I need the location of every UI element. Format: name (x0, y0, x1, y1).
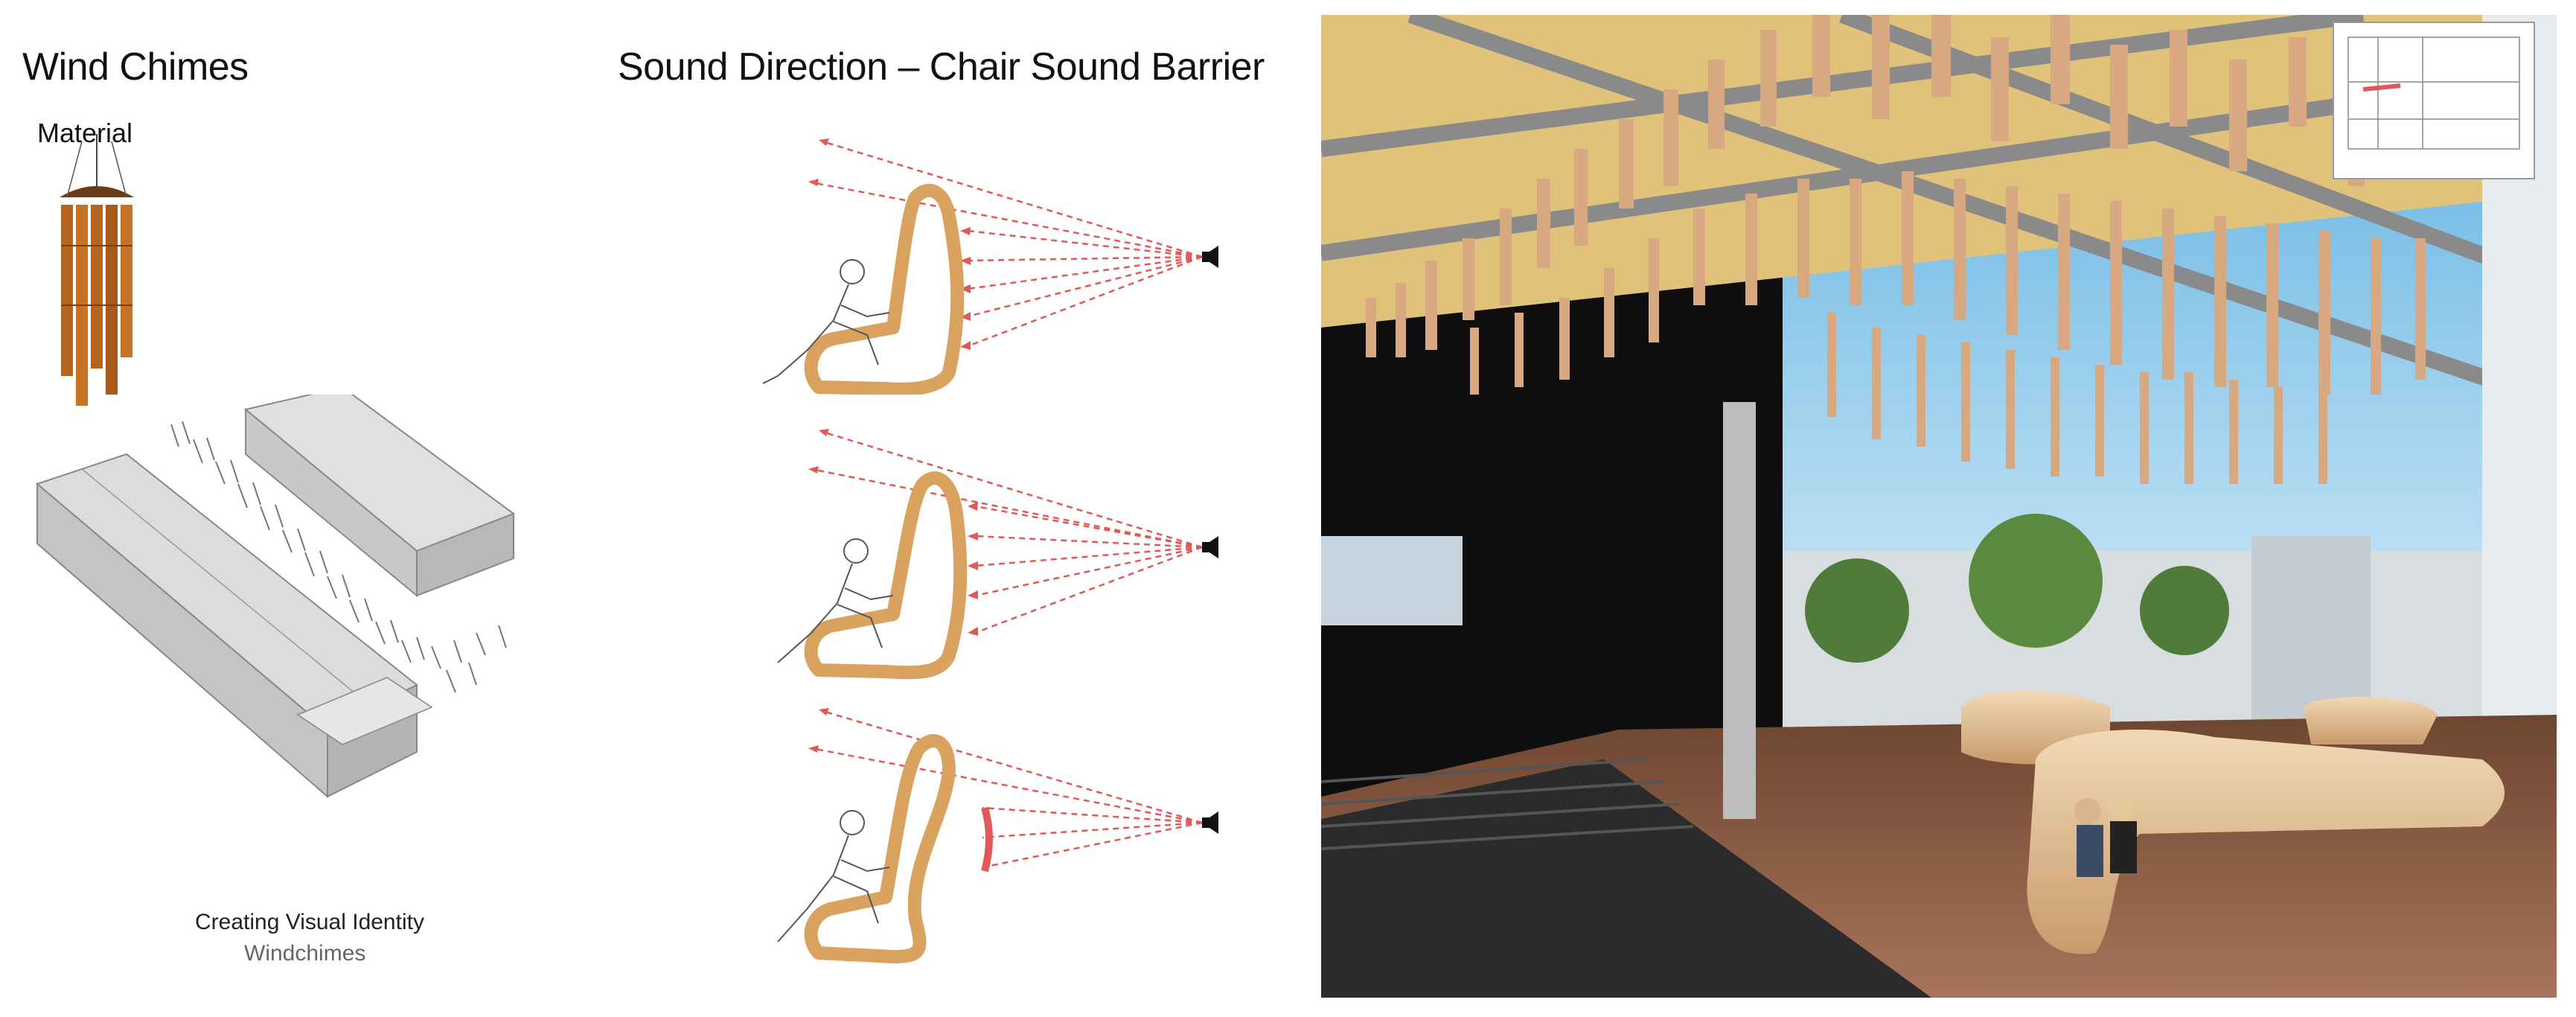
caption-title: Creating Visual Identity (195, 910, 424, 934)
sound-diagram-1 (762, 138, 1218, 395)
massing-model-diagram (35, 395, 516, 799)
sound-direction-title: Sound Direction – Chair Sound Barrier (618, 45, 1265, 89)
sound-diagram-3 (777, 708, 1218, 963)
material-label: Material (37, 118, 133, 148)
caption-subtitle: Windchimes (244, 941, 366, 966)
bamboo-windchime-image (60, 134, 134, 406)
sound-diagram-2 (777, 429, 1218, 680)
wind-chimes-title: Wind Chimes (22, 45, 249, 89)
canopy-render-image (1321, 15, 2557, 998)
